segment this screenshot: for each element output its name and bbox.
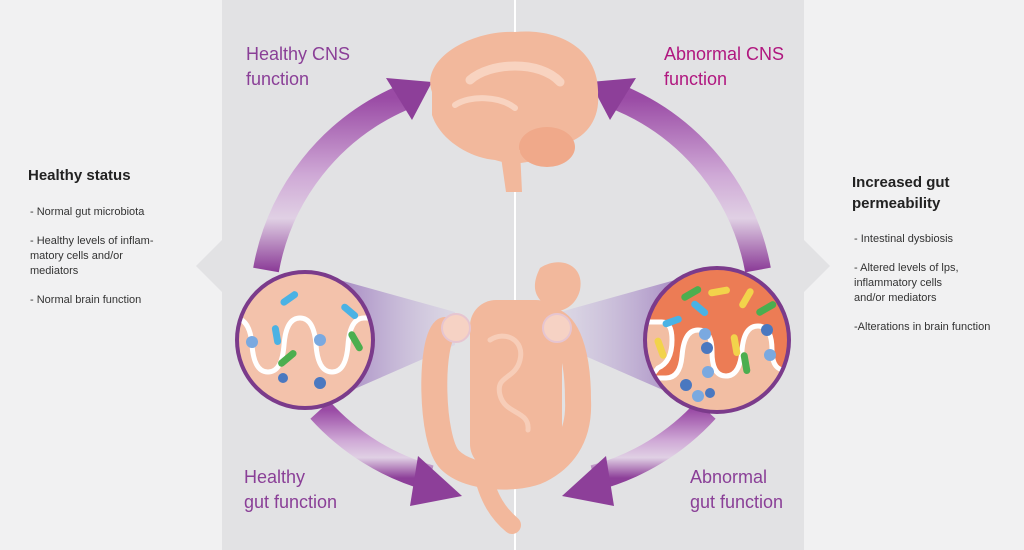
left-notch bbox=[196, 240, 222, 292]
healthy-gut-zoom-icon bbox=[235, 270, 375, 410]
list-item: - Altered levels of lps, inflammatory ce… bbox=[854, 262, 959, 304]
abnormal-gut-label: Abnormal gut function bbox=[690, 467, 784, 512]
list-item: - Normal gut microbiota bbox=[30, 206, 145, 218]
center-divider bbox=[514, 0, 516, 550]
right-notch bbox=[804, 240, 830, 292]
list-item: - Normal brain function bbox=[30, 294, 142, 306]
list-item: - Healthy levels of inflam- matory cells… bbox=[30, 235, 154, 277]
increased-permeability-title: Increased gut permeability bbox=[852, 174, 950, 212]
left-panel bbox=[0, 0, 222, 550]
healthy-cns-label: Healthy CNS function bbox=[246, 44, 351, 89]
brain-icon bbox=[430, 31, 599, 192]
abnormal-cns-label: Abnormal CNS function bbox=[664, 44, 785, 89]
healthy-cycle-arrow bbox=[253, 78, 462, 506]
list-item: -Alterations in brain function bbox=[854, 321, 991, 333]
increased-permeability-list: - Intestinal dysbiosis - Altered levels … bbox=[854, 232, 1024, 349]
healthy-gut-label: Healthy gut function bbox=[244, 467, 338, 512]
list-item: - Intestinal dysbiosis bbox=[854, 233, 954, 245]
right-panel bbox=[804, 0, 1024, 550]
healthy-status-title: Healthy status bbox=[28, 167, 131, 184]
healthy-status-list: - Normal gut microbiota - Healthy levels… bbox=[30, 205, 200, 322]
abnormal-cycle-arrow bbox=[562, 78, 771, 506]
intestine-icon bbox=[421, 262, 592, 534]
abnormal-gut-zoom-icon bbox=[643, 266, 791, 414]
